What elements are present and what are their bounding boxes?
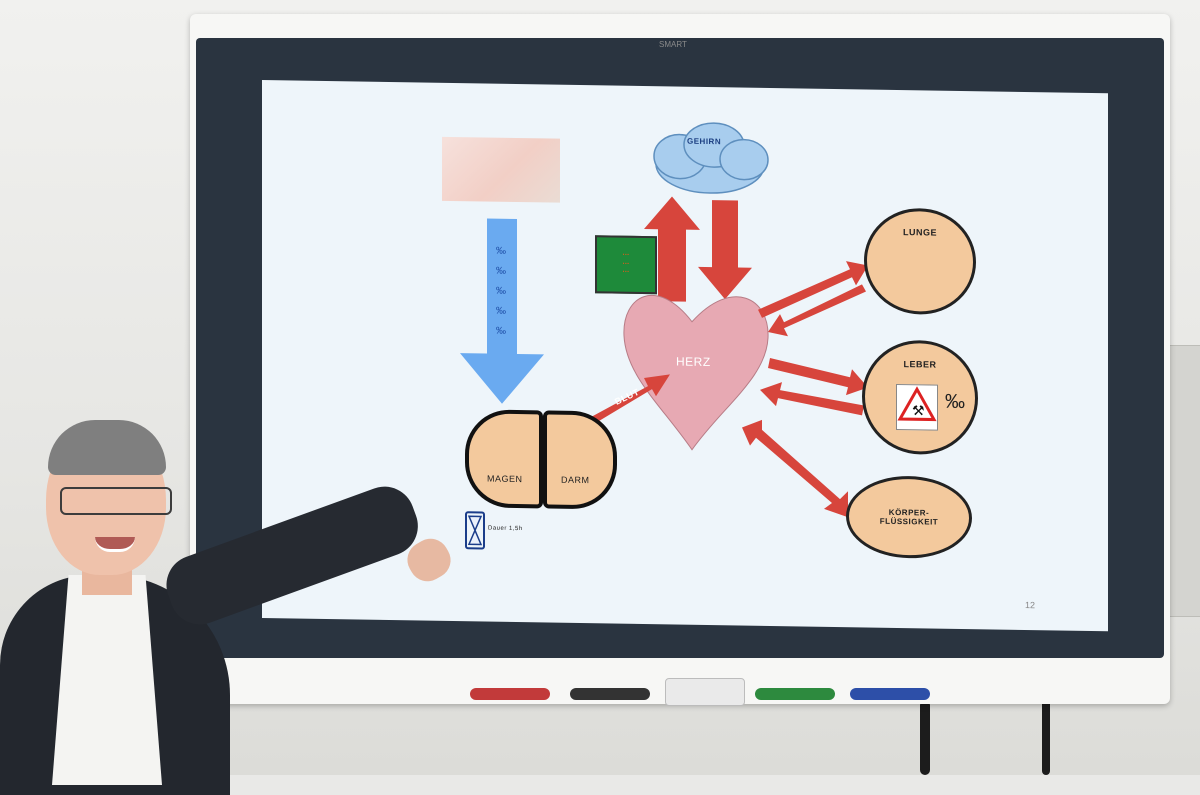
arrow-brain-to-heart (698, 200, 752, 300)
hourglass-icon (465, 511, 485, 550)
mouth-photo (442, 136, 560, 203)
permille-symbol: ‰ (945, 390, 966, 414)
blue-down-arrow (460, 218, 544, 404)
liver-label: LEBER (903, 359, 937, 370)
red-pen[interactable] (470, 688, 550, 700)
svg-text:‰: ‰ (496, 266, 506, 277)
svg-text:‰: ‰ (496, 306, 506, 317)
arrow-blood-to-heart (580, 374, 670, 431)
presenter (0, 415, 470, 795)
eraser[interactable] (665, 678, 745, 706)
arrow-liver-to-heart (760, 382, 864, 416)
heart-label: HERZ (676, 354, 711, 370)
body-fluid-label-2: FLÜSSIGKEIT (879, 516, 939, 527)
presentation-slide: ‰‰‰‰‰ GEHIRN ········· HERZ B (262, 80, 1108, 632)
green-box-text: ········· (622, 252, 630, 276)
pen-tray (430, 678, 950, 708)
arrow-heart-to-liver (768, 357, 868, 396)
svg-text:⚒: ⚒ (912, 403, 925, 419)
lung-circle: LUNGE (864, 207, 976, 316)
stomach-label: MAGEN (487, 473, 523, 485)
arrow-heart-body-fluid (742, 419, 848, 518)
brain-label: GEHIRN (687, 136, 722, 147)
hair (48, 420, 166, 475)
svg-text:‰: ‰ (496, 286, 506, 297)
smile (95, 537, 135, 552)
green-pen[interactable] (755, 688, 835, 700)
intestine-label: DARM (561, 474, 590, 486)
svg-text:‰: ‰ (496, 326, 506, 337)
cable (920, 700, 930, 775)
glasses (60, 487, 172, 515)
brand-logo: SMART (659, 40, 687, 49)
arrow-heart-to-brain (644, 196, 700, 302)
arrow-lung-to-heart (768, 284, 866, 337)
cable (1042, 680, 1050, 775)
arrow-heart-to-lung (758, 261, 868, 318)
page-number: 12 (1025, 599, 1036, 611)
intestine-organ (543, 410, 617, 510)
svg-text:‰: ‰ (496, 246, 506, 257)
pointing-arm (158, 478, 427, 633)
stomach-organ (465, 409, 543, 509)
black-pen[interactable] (570, 688, 650, 700)
green-info-box: ········· (595, 235, 657, 295)
warning-sign-icon: ⚒ (896, 383, 938, 431)
blue-pen[interactable] (850, 688, 930, 700)
digestive-organs: MAGEN DARM (465, 409, 617, 510)
shirt (52, 575, 162, 785)
duration-label: Dauer 1,5h (488, 525, 523, 533)
cloud-icon (653, 122, 769, 194)
lung-label: LUNGE (903, 227, 937, 238)
